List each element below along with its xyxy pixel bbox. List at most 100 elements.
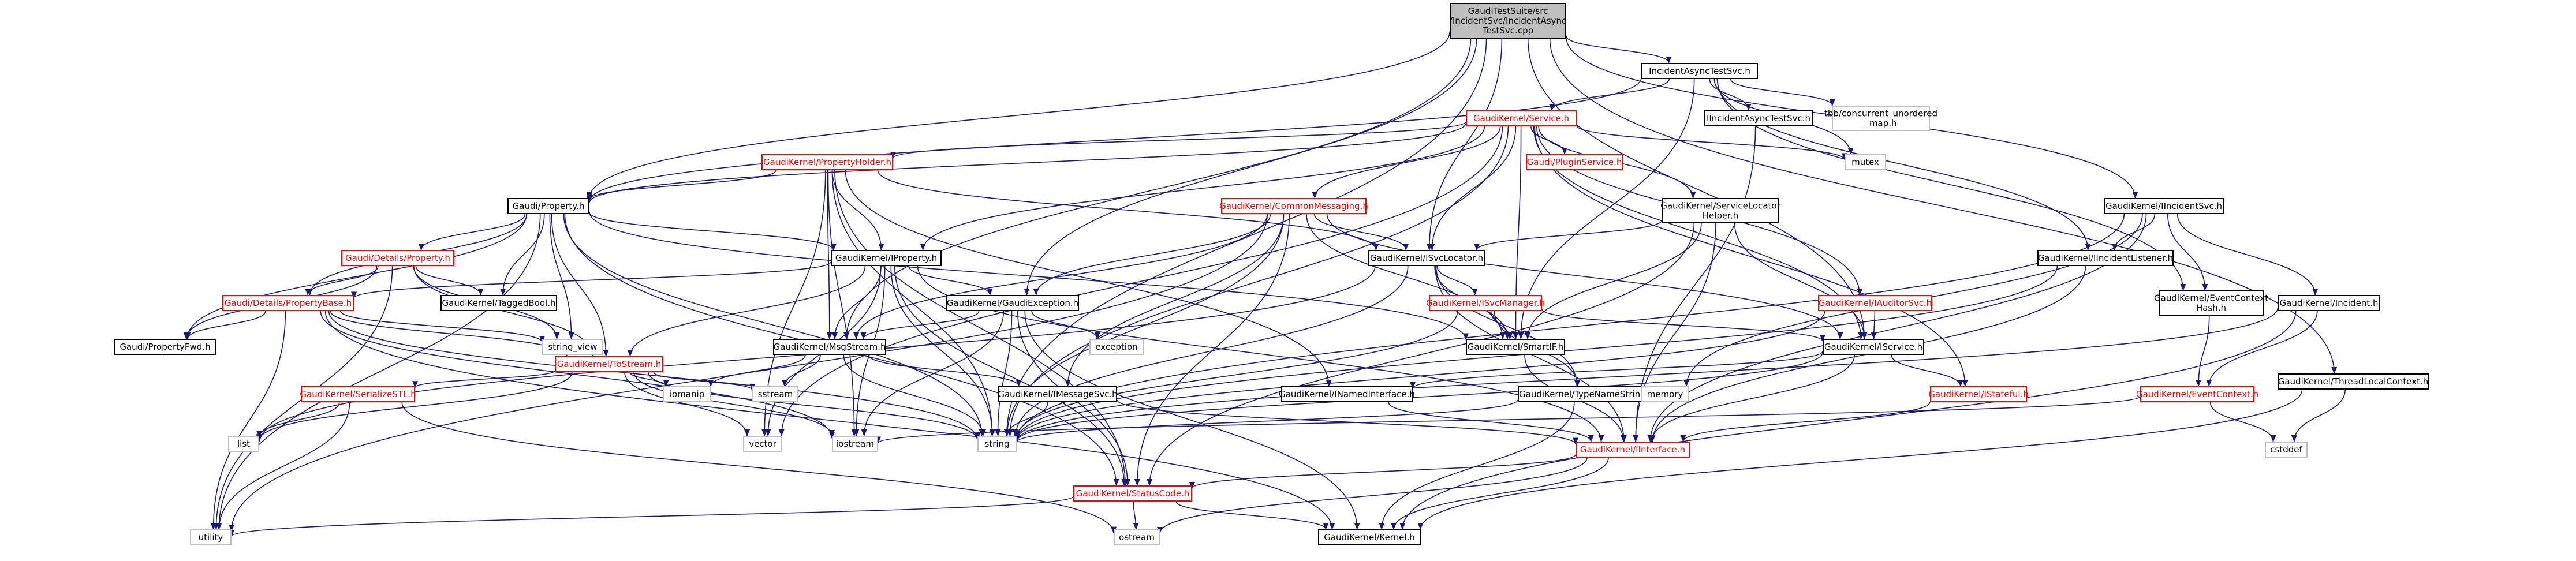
node-propholder[interactable]: GaudiKernel/PropertyHolder.h (761, 154, 893, 170)
node-label-root: TestSvc.cpp (1482, 25, 1533, 36)
edge-slhelper-to-smartif (1525, 223, 1702, 339)
node-incident[interactable]: GaudiKernel/Incident.h (2278, 295, 2380, 311)
edge-imsgsvc-to-string (1004, 402, 1048, 436)
node-tostream[interactable]: GaudiKernel/ToStream.h (555, 356, 663, 372)
node-iincsvc[interactable]: GaudiKernel/IIncidentSvc.h (2104, 198, 2224, 214)
node-propfwd[interactable]: Gaudi/PropertyFwd.h (114, 339, 216, 355)
node-label-kernel: GaudiKernel/Kernel.h (1324, 532, 1415, 543)
edge-isvcmgr-to-iservice (1541, 309, 1825, 342)
node-kernel[interactable]: GaudiKernel/Kernel.h (1318, 529, 1421, 545)
node-root[interactable]: GaudiTestSuite/src/IncidentSvc/IncidentA… (1450, 3, 1566, 39)
node-tlc[interactable]: GaudiKernel/ThreadLocalContext.h (2278, 373, 2429, 390)
edge-tostream-to-iostream (633, 372, 835, 437)
node-box-tbb (1832, 106, 1930, 131)
edge-detprop-to-detpropbase (305, 265, 379, 296)
node-statuscode[interactable]: GaudiKernel/StatusCode.h (1073, 485, 1192, 502)
edge-commonmsg-to-iservice (1326, 214, 1843, 339)
node-label-istateful: GaudiKernel/IStateful.h (1928, 389, 2029, 399)
node-smartif[interactable]: GaudiKernel/SmartIF.h (1466, 339, 1565, 355)
node-iservice[interactable]: GaudiKernel/IService.h (1823, 339, 1924, 355)
edge-iats-to-smartif (1518, 78, 1695, 339)
edge-iinterface-to-ostream (1157, 457, 1588, 534)
node-isvcloc[interactable]: GaudiKernel/ISvcLocator.h (1368, 250, 1485, 266)
node-iiatsvc[interactable]: IIncidentAsyncTestSvc.h (1704, 110, 1813, 126)
node-label-tostream: GaudiKernel/ToStream.h (557, 359, 662, 369)
edge-msgstream-to-iomanip (708, 354, 806, 387)
node-detpropbase[interactable]: Gaudi/Details/PropertyBase.h (222, 295, 354, 311)
node-label-commonmsg: GaudiKernel/CommonMessaging.h (1219, 201, 1368, 211)
node-plugin[interactable]: Gaudi/PluginService.h (1526, 154, 1623, 170)
edge-property-to-taggedbool (500, 214, 545, 296)
node-mutex: mutex (1845, 154, 1886, 170)
edge-commonmsg-to-statuscode (1134, 214, 1290, 486)
node-label-sstream: sstream (758, 389, 793, 399)
node-service[interactable]: GaudiKernel/Service.h (1466, 110, 1577, 126)
edge-msgstream-to-string (843, 354, 986, 436)
node-iats[interactable]: IncidentAsyncTestSvc.h (1641, 63, 1758, 79)
edge-iproperty-to-detpropbase (351, 261, 831, 299)
node-box-plugin (1526, 154, 1623, 170)
node-box-iincsvc (2104, 198, 2224, 214)
node-gexc[interactable]: GaudiKernel/GaudiException.h (946, 295, 1079, 311)
node-box-propfwd (114, 339, 216, 355)
node-box-exception (1089, 339, 1144, 355)
node-label-iostream: iostream (836, 439, 874, 449)
edge-service-to-iproperty (920, 126, 1485, 250)
node-evctx[interactable]: GaudiKernel/EventContext.h (2136, 386, 2258, 402)
node-imsgsvc[interactable]: GaudiKernel/IMessageSvc.h (998, 386, 1118, 402)
edge-property-to-detprop (418, 214, 526, 250)
edge-iincsvc-to-string (1014, 214, 2125, 441)
edge-iauditor-to-string (1014, 311, 1825, 442)
node-memory: memory (1641, 386, 1689, 402)
node-iauditor[interactable]: GaudiKernel/IAuditorSvc.h (1818, 295, 1932, 311)
edge-iservice-to-string (1014, 352, 1823, 443)
node-taggedbool[interactable]: GaudiKernel/TaggedBool.h (440, 295, 557, 311)
node-iproperty[interactable]: GaudiKernel/IProperty.h (831, 250, 942, 266)
edge-detprop-to-taggedbool (415, 265, 484, 296)
node-isvcmgr[interactable]: GaudiKernel/ISvcManager.h (1426, 295, 1545, 311)
node-label-iservice: GaudiKernel/IService.h (1824, 342, 1922, 352)
edge-service-to-propholder (890, 121, 1466, 159)
node-label-smartif: GaudiKernel/SmartIF.h (1468, 342, 1563, 352)
node-typename[interactable]: GaudiKernel/TypeNameString.h (1518, 386, 1655, 402)
node-detprop[interactable]: Gaudi/Details/Property.h (341, 250, 454, 266)
node-cstddef: cstddef (2265, 442, 2308, 458)
node-box-incident (2278, 295, 2380, 311)
edge-detpropbase-to-propfwd (185, 311, 266, 339)
node-serstl[interactable]: GaudiKernel/SerializeSTL.h (300, 386, 416, 402)
edge-isvcloc-to-typename (1435, 265, 1580, 387)
node-box-isvcloc (1368, 250, 1485, 266)
node-label-iats: IncidentAsyncTestSvc.h (1649, 66, 1750, 76)
node-sstream: sstream (752, 386, 798, 402)
edge-slhelper-to-iinterface (1633, 223, 1716, 442)
edge-service-to-istateful (1534, 126, 1968, 387)
node-inamed[interactable]: GaudiKernel/INamedInterface.h (1279, 386, 1415, 402)
edge-tostream-to-list (256, 372, 573, 442)
edge-root-to-gexc (1024, 38, 1477, 296)
node-istateful[interactable]: GaudiKernel/IStateful.h (1928, 386, 2029, 402)
edge-evctx-to-cstddef (2209, 402, 2276, 442)
node-iomanip: iomanip (663, 386, 711, 402)
node-label-property: Gaudi/Property.h (513, 201, 585, 211)
edge-service-to-property (587, 123, 1466, 203)
node-iostream: iostream (832, 436, 878, 452)
node-box-evctx (2140, 386, 2254, 402)
node-iincl[interactable]: GaudiKernel/IIncidentListener.h (2037, 250, 2174, 266)
node-box-sstream (752, 386, 798, 402)
edge-serstl-to-ostream (401, 402, 1117, 534)
edge-property-to-iproperty (589, 212, 837, 250)
node-box-memory (1641, 386, 1689, 402)
edge-service-to-string (1007, 126, 1509, 436)
node-iinterface[interactable]: GaudiKernel/IInterface.h (1576, 442, 1690, 458)
edge-slhelper-to-iservice (1734, 223, 1868, 339)
node-box-evctxhash (2159, 290, 2264, 316)
node-commonmsg[interactable]: GaudiKernel/CommonMessaging.h (1219, 198, 1368, 214)
edges-layer (183, 32, 2346, 537)
node-msgstream[interactable]: GaudiKernel/MsgStream.h (773, 339, 886, 355)
edge-commonmsg-to-isvcloc (1314, 214, 1409, 250)
edge-service-to-vector (778, 126, 1503, 436)
node-property[interactable]: Gaudi/Property.h (507, 198, 589, 214)
edge-slhelper-to-statuscode (1147, 223, 1695, 486)
